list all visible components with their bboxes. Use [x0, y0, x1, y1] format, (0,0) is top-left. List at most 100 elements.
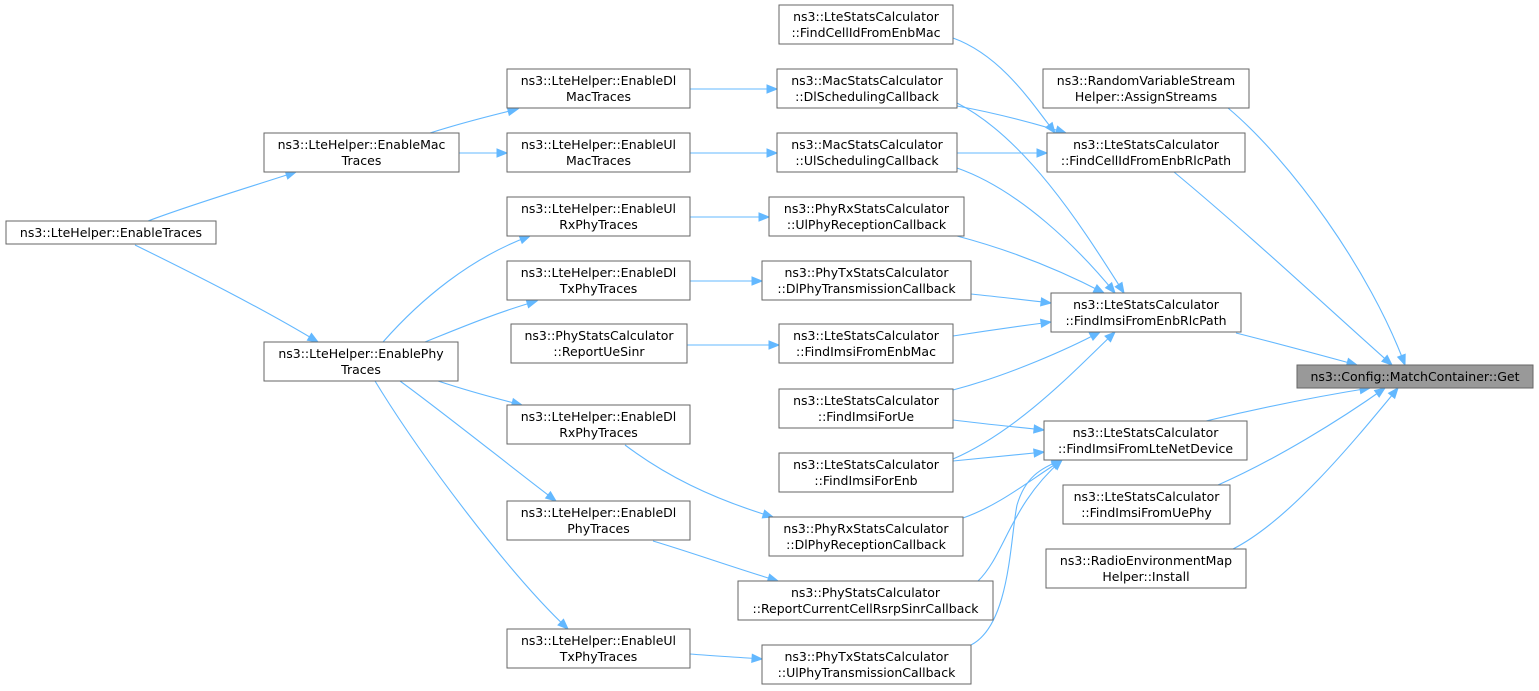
node-findImsiFromUePhy[interactable]: ns3::LteStatsCalculator::FindImsiFromUeP… — [1062, 484, 1231, 525]
node-findImsiFromEnbRlcPath[interactable]: ns3::LteStatsCalculator::FindImsiFromEnb… — [1050, 292, 1242, 333]
edge-reportUeSinr-to-findImsiFromEnbMac — [687, 340, 781, 350]
node-box — [510, 323, 688, 364]
node-label: RxPhyTraces — [559, 425, 638, 440]
node-dlSchedulingCallback[interactable]: ns3::MacStatsCalculator::DlSchedulingCal… — [776, 68, 958, 109]
edge-ulPhyReceptionCallback-to-findImsiFromEnbRlcPath — [956, 235, 1106, 294]
node-assignStreams[interactable]: ns3::RandomVariableStreamHelper::AssignS… — [1042, 68, 1250, 109]
node-ulPhyTransmissionCallback[interactable]: ns3::PhyTxStatsCalculator::UlPhyTransmis… — [761, 644, 972, 685]
edge-findImsiForEnb-to-findImsiFromEnbRlcPath — [952, 331, 1116, 460]
node-label: ns3::RandomVariableStream — [1057, 73, 1235, 88]
edge-arrowhead — [544, 490, 558, 502]
node-box — [263, 132, 460, 173]
node-label: ::FindCellIdFromEnbMac — [791, 25, 940, 40]
edge-line — [1227, 107, 1406, 366]
edge-arrowhead — [306, 332, 320, 343]
edge-enableUlMacTraces-to-ulSchedulingCallback — [690, 148, 779, 158]
node-enableTraces[interactable]: ns3::LteHelper::EnableTraces — [5, 220, 217, 245]
node-findImsiForEnb[interactable]: ns3::LteStatsCalculator::FindImsiForEnb — [778, 452, 954, 493]
edge-line — [437, 380, 523, 406]
node-box — [778, 452, 954, 493]
node-reportCurrentCellRsrpSinrCallback[interactable]: ns3::PhyStatsCalculator::ReportCurrentCe… — [737, 580, 994, 621]
node-findImsiForUe[interactable]: ns3::LteStatsCalculator::FindImsiForUe — [778, 388, 954, 429]
node-box — [1043, 420, 1248, 461]
node-label: ::UlPhyReceptionCallback — [787, 217, 947, 232]
edge-dlPhyTransmissionCallback-to-findImsiFromEnbRlcPath — [970, 293, 1053, 307]
edge-line — [382, 235, 531, 343]
node-label: ::FindImsiForEnb — [814, 473, 917, 488]
node-box — [506, 260, 691, 301]
node-dlPhyTransmissionCallback[interactable]: ns3::PhyTxStatsCalculator::DlPhyTransmis… — [761, 260, 972, 301]
edge-arrowhead — [1381, 354, 1394, 366]
edge-ulSchedulingCallback-to-findCellIdFromEnbRlcPath — [957, 148, 1049, 158]
edge-arrowhead — [496, 148, 509, 158]
node-label: ::DlPhyReceptionCallback — [786, 537, 946, 552]
node-label: ::FindImsiFromEnbMac — [796, 344, 936, 359]
edge-enableUlTxPhyTraces-to-ulPhyTransmissionCallback — [689, 653, 764, 663]
node-label: ns3::LteHelper::EnableDl — [521, 409, 677, 424]
edge-line — [1235, 332, 1358, 366]
edge-line — [970, 459, 1063, 646]
node-label: ::FindImsiFromUePhy — [1081, 505, 1212, 520]
node-label: ns3::Config::MatchContainer::Get — [1310, 369, 1519, 384]
node-label: ns3::PhyTxStatsCalculator — [784, 265, 949, 280]
edge-findCellIdFromEnbMac-to-findCellIdFromEnbRlcPath — [952, 37, 1056, 135]
node-label: ns3::LteStatsCalculator — [1073, 425, 1220, 440]
edge-line — [977, 459, 1063, 582]
node-findImsiFromEnbMac[interactable]: ns3::LteStatsCalculator::FindImsiFromEnb… — [778, 323, 954, 364]
node-box — [506, 628, 691, 669]
edge-line — [424, 300, 538, 343]
edge-line — [956, 105, 1067, 134]
node-ulSchedulingCallback[interactable]: ns3::MacStatsCalculator::UlSchedulingCal… — [776, 132, 958, 173]
edge-arrowhead — [1104, 331, 1116, 343]
node-label: TxPhyTraces — [559, 281, 638, 296]
node-matchContainerGet[interactable]: ns3::Config::MatchContainer::Get — [1296, 364, 1534, 389]
node-findCellIdFromEnbRlcPath[interactable]: ns3::LteStatsCalculator::FindCellIdFromE… — [1046, 132, 1246, 173]
node-label: MacTraces — [566, 153, 631, 168]
node-ulPhyReceptionCallback[interactable]: ns3::PhyRxStatsCalculator::UlPhyReceptio… — [768, 196, 965, 237]
node-box — [1050, 292, 1242, 333]
edge-findImsiForUe-to-findImsiFromLteNetDevice — [952, 419, 1046, 434]
edge-arrowhead — [1088, 331, 1102, 342]
node-label: ::DlSchedulingCallback — [795, 89, 939, 104]
node-label: ns3::LteHelper::EnableUl — [521, 201, 676, 216]
node-label: ::UlSchedulingCallback — [795, 153, 939, 168]
node-label: ns3::PhyRxStatsCalculator — [783, 521, 949, 536]
node-label: ns3::LteHelper::EnablePhy — [278, 346, 444, 361]
node-reportUeSinr[interactable]: ns3::PhyStatsCalculator::ReportUeSinr — [510, 323, 688, 364]
edge-findImsiForUe-to-findImsiFromEnbRlcPath — [952, 331, 1102, 391]
node-findImsiFromLteNetDevice[interactable]: ns3::LteStatsCalculator::FindImsiFromLte… — [1043, 420, 1248, 461]
node-box — [1062, 484, 1231, 525]
edge-arrowhead — [1039, 318, 1053, 329]
edge-line — [956, 167, 1116, 294]
edge-line — [952, 419, 1045, 431]
node-findCellIdFromEnbMac[interactable]: ns3::LteStatsCalculator::FindCellIdFromE… — [778, 4, 954, 45]
edge-arrowhead — [1033, 424, 1046, 434]
node-label: Traces — [341, 153, 382, 168]
node-label: ns3::LteStatsCalculator — [793, 457, 940, 472]
node-label: Helper::Install — [1102, 569, 1189, 584]
edge-line — [399, 380, 557, 502]
node-box — [506, 500, 691, 541]
edge-enableDlRxPhyTraces-to-dlPhyReceptionCallback — [624, 444, 775, 519]
node-box — [506, 196, 691, 237]
edge-findCellIdFromEnbRlcPath-to-matchContainerGet — [1173, 171, 1394, 366]
node-label: ::FindImsiFromEnbRlcPath — [1065, 313, 1226, 328]
edge-findImsiFromLteNetDevice-to-matchContainerGet — [1205, 385, 1372, 422]
edge-arrowhead — [1114, 281, 1125, 295]
edge-arrowhead — [1373, 387, 1387, 398]
edge-arrowhead — [758, 212, 771, 222]
edge-enableDlTxPhyTraces-to-dlPhyTransmissionCallback — [690, 276, 764, 286]
edge-arrowhead — [518, 235, 532, 245]
edge-arrowhead — [761, 509, 775, 519]
node-dlPhyReceptionCallback[interactable]: ns3::PhyRxStatsCalculator::DlPhyReceptio… — [768, 516, 964, 557]
